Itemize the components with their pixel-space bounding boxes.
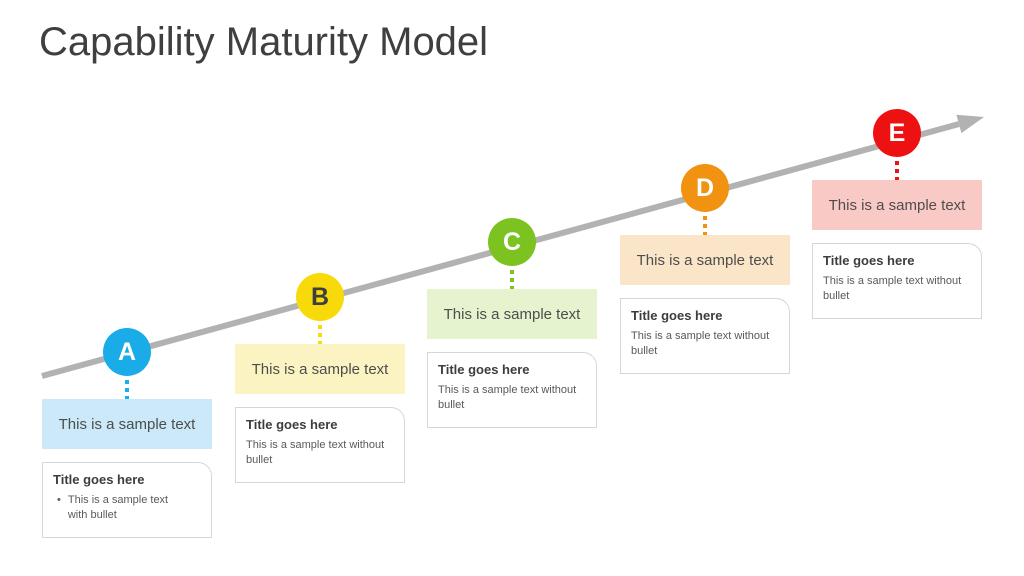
- milestone-circle-e: E: [873, 109, 921, 157]
- card-body: This is a sample text without bullet: [438, 384, 577, 411]
- milestone-letter: E: [888, 118, 906, 147]
- stage-e: E This is a sample text Title goes here …: [812, 109, 982, 319]
- card-title: Title goes here: [53, 472, 145, 487]
- milestone-letter: D: [695, 173, 715, 202]
- card-body: This is a sample text without bullet: [246, 439, 385, 466]
- milestone-circle-d: D: [681, 164, 729, 212]
- milestone-letter: C: [502, 227, 522, 256]
- dotted-connector: [510, 270, 514, 289]
- milestone-letter: A: [117, 337, 137, 366]
- milestone-letter: B: [310, 282, 330, 311]
- card-body: This is a sample text without bullet: [631, 330, 770, 357]
- arrow-head-icon: [956, 114, 984, 134]
- info-card: Title goes here This is a sample text wi…: [620, 298, 790, 374]
- stage-b: B This is a sample text Title goes here …: [235, 273, 405, 483]
- card-body: This is a sample text with bullet: [67, 494, 169, 521]
- card-title: Title goes here: [823, 253, 915, 268]
- stage-d: D This is a sample text Title goes here …: [620, 164, 790, 374]
- dotted-connector: [125, 380, 129, 399]
- stage-c: C This is a sample text Title goes here …: [427, 218, 597, 428]
- dotted-connector: [703, 216, 707, 235]
- highlight-box: This is a sample text: [235, 344, 405, 394]
- highlight-box: This is a sample text: [620, 235, 790, 285]
- milestone-circle-b: B: [296, 273, 344, 321]
- dotted-connector: [895, 161, 899, 180]
- card-body: This is a sample text without bullet: [823, 275, 962, 302]
- highlight-text: This is a sample text: [636, 251, 774, 269]
- card-title: Title goes here: [438, 362, 530, 377]
- highlight-text: This is a sample text: [251, 360, 389, 378]
- info-card: Title goes here This is a sample text wi…: [812, 243, 982, 319]
- bullet-marker-icon: •: [57, 494, 61, 506]
- milestone-circle-c: C: [488, 218, 536, 266]
- highlight-box: This is a sample text: [812, 180, 982, 230]
- card-title: Title goes here: [631, 308, 723, 323]
- card-bullet-item: • This is a sample text with bullet: [53, 493, 202, 523]
- info-card: Title goes here This is a sample text wi…: [235, 407, 405, 483]
- card-title: Title goes here: [246, 417, 338, 432]
- stage-a: A This is a sample text Title goes here …: [42, 328, 212, 538]
- info-card: Title goes here • This is a sample text …: [42, 462, 212, 538]
- slide-title: Capability Maturity Model: [39, 20, 489, 64]
- highlight-text: This is a sample text: [828, 196, 966, 214]
- milestone-circle-a: A: [103, 328, 151, 376]
- info-card: Title goes here This is a sample text wi…: [427, 352, 597, 428]
- highlight-text: This is a sample text: [443, 305, 581, 323]
- highlight-box: This is a sample text: [42, 399, 212, 449]
- dotted-connector: [318, 325, 322, 344]
- highlight-box: This is a sample text: [427, 289, 597, 339]
- highlight-text: This is a sample text: [58, 415, 196, 433]
